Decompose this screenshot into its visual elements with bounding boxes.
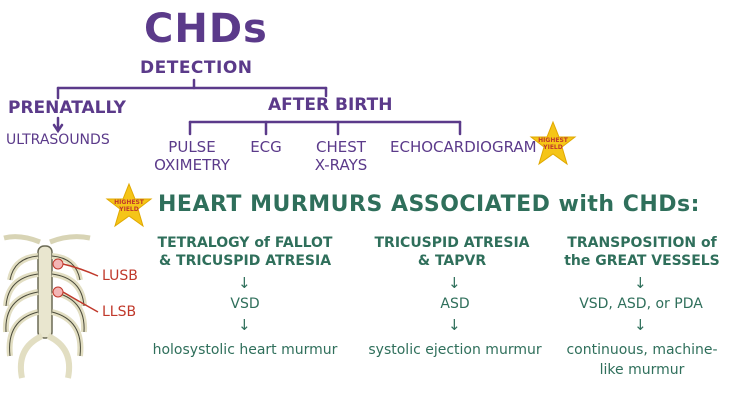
arrow-down-icon: ↓ <box>448 316 461 334</box>
defect-label: VSD <box>230 296 260 312</box>
detection-label: DETECTION <box>140 58 253 78</box>
murmur-type-label: holosystolic heart murmur <box>152 342 338 358</box>
method-echocardiogram: ECHOCARDIOGRAM <box>390 138 537 156</box>
method-pulse-oximetry: PULSE OXIMETRY <box>154 138 230 174</box>
column-title-tof: TETRALOGY of FALLOT & TRICUSPID ATRESIA <box>157 235 333 269</box>
defect-label: VSD, ASD, or PDA <box>579 296 703 312</box>
llsb-label: LLSB <box>102 304 137 320</box>
defect-label: ASD <box>440 296 470 312</box>
method-ecg: ECG <box>250 138 282 156</box>
method-chest-xrays: CHEST X-RAYS <box>314 138 368 174</box>
arrow-down-icon: ↓ <box>238 274 251 292</box>
after-birth-label: AFTER BIRTH <box>268 95 393 115</box>
arrow-down-icon: ↓ <box>448 274 461 292</box>
column-title-transposition: TRANSPOSITION of the GREAT VESSELS <box>564 235 720 269</box>
ribcage-illustration <box>2 234 99 379</box>
murmur-type-label: continuous, machine- like murmur <box>566 342 718 378</box>
arrow-down-icon: ↓ <box>238 316 251 334</box>
page-title: CHDs <box>144 6 268 52</box>
ultrasounds-label: ULTRASOUNDS <box>6 132 110 148</box>
murmurs-heading: HEART MURMURS ASSOCIATED with CHDs: <box>158 192 700 217</box>
lusb-label: LUSB <box>102 268 138 284</box>
prenatally-label: PRENATALLY <box>8 98 126 118</box>
murmur-type-label: systolic ejection murmur <box>368 342 542 358</box>
arrow-down-icon: ↓ <box>634 274 647 292</box>
column-title-tricuspid-tapvr: TRICUSPID ATRESIA & TAPVR <box>374 235 530 269</box>
arrow-down-icon: ↓ <box>634 316 647 334</box>
